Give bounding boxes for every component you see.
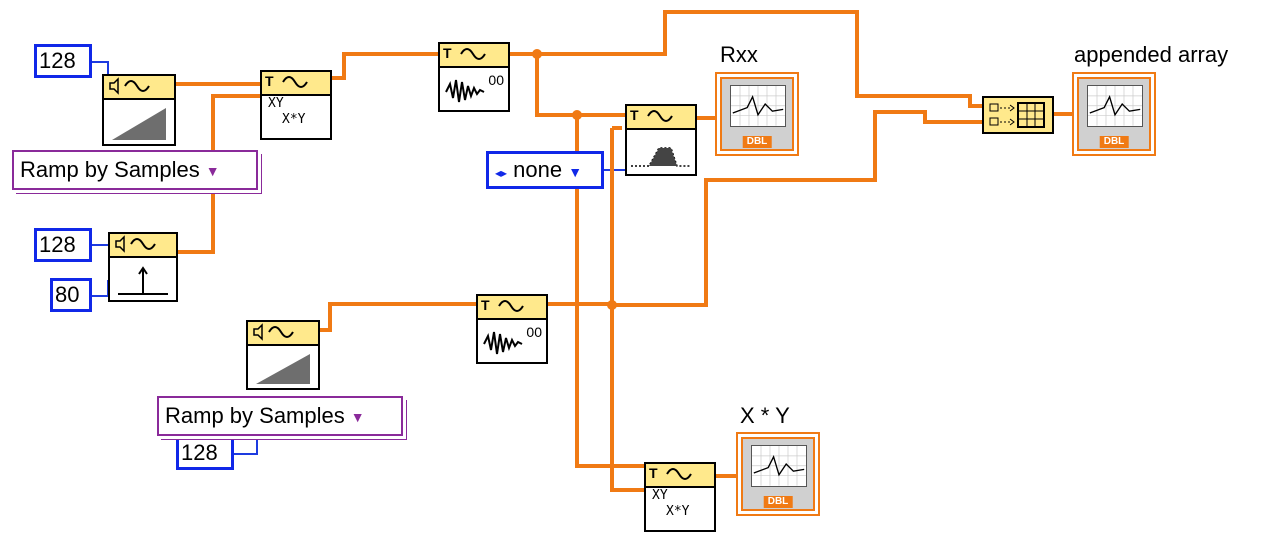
wire-top-route [537, 10, 984, 108]
vi-header: T [262, 72, 330, 96]
sine-wave-icon [460, 48, 486, 60]
window-function-icon [631, 147, 691, 167]
vi-header [104, 76, 174, 100]
samples-constant-top[interactable]: 128 [34, 44, 92, 78]
vi-header: T [646, 464, 714, 488]
ramp-pattern-vi-bottom[interactable] [246, 320, 320, 390]
noise-icon [483, 331, 523, 355]
appended-array-graph-indicator[interactable]: DBL [1072, 72, 1156, 156]
window-vi[interactable]: T [625, 104, 697, 176]
wire-mult-to-fft [330, 52, 440, 80]
sine-wave-icon [647, 110, 673, 122]
sine-wave-icon [666, 468, 692, 480]
wire-ramp2-to-fft [318, 302, 478, 332]
graph-icon [751, 445, 807, 487]
speaker-icon [109, 77, 119, 95]
samples-constant-top-value: 128 [39, 48, 76, 73]
vi-header: T [440, 44, 508, 68]
hammer-icon: T [630, 107, 639, 123]
wire-vertical-left [575, 115, 646, 468]
dropdown-arrow-icon: ▼ [205, 163, 220, 180]
rxx-label: Rxx [720, 42, 758, 67]
impulse-index-constant[interactable]: 80 [50, 278, 92, 312]
noise-icon [445, 79, 485, 103]
ramp-type-ring-top[interactable]: Ramp by Samples ▼ [12, 150, 258, 190]
impulse-samples-constant[interactable]: 128 [34, 228, 92, 262]
graph-icon [730, 85, 786, 127]
build-array-node[interactable] [982, 96, 1054, 134]
samples-constant-bottom[interactable]: 128 [176, 436, 234, 470]
graph-frame: DBL [720, 77, 794, 151]
multiply-label-bottom: X*Y [666, 504, 690, 519]
multiply-label-top: XY [652, 488, 668, 503]
vi-header: T [627, 106, 695, 130]
samples-constant-bottom-value: 128 [181, 440, 218, 465]
dropdown-arrow-icon: ▼ [568, 164, 583, 180]
ramp-type-ring-bottom[interactable]: Ramp by Samples ▼ [157, 396, 403, 436]
multiply-label-top: XY [268, 96, 284, 111]
impulse-pattern-vi[interactable] [108, 232, 178, 302]
wire-second-route [612, 110, 984, 307]
multiply-label-bottom: X*Y [282, 112, 306, 127]
xy-graph-indicator[interactable]: DBL [736, 432, 820, 516]
graph-icon [1087, 85, 1143, 127]
sine-wave-icon [498, 300, 524, 312]
enum-spin-icon: ◂▸ [495, 166, 508, 180]
dbl-type-badge: DBL [742, 136, 772, 148]
wire-junction [532, 49, 542, 59]
dbl-type-badge: DBL [763, 496, 793, 508]
multiply-vi-top[interactable]: T XY X*Y [260, 70, 332, 140]
impulse-samples-value: 128 [39, 232, 76, 257]
appended-array-label: appended array [1074, 42, 1229, 67]
ramp-type-ring-bottom-label: Ramp by Samples [165, 403, 345, 428]
hammer-icon: T [265, 73, 274, 89]
wire-const-impulse-index [92, 280, 109, 297]
autocorrelation-vi[interactable]: T 00 [438, 42, 510, 112]
dropdown-arrow-icon: ▼ [350, 409, 365, 426]
wire-junction [572, 110, 582, 120]
ramp-type-ring-top-label: Ramp by Samples [20, 157, 200, 182]
build-array-icon [989, 102, 1045, 128]
fft-tag-label: 00 [488, 72, 504, 88]
hammer-icon: T [649, 465, 658, 481]
speaker-icon [253, 323, 263, 341]
sine-wave-icon [124, 80, 150, 92]
ramp-pattern-vi-top[interactable] [102, 74, 176, 146]
xy-label: X * Y [740, 403, 790, 428]
window-enum-value: none [513, 157, 563, 182]
sine-wave-icon [268, 326, 294, 338]
sine-wave-icon [130, 238, 156, 250]
multiply-vi-bottom[interactable]: T XY X*Y [644, 462, 716, 532]
graph-frame: DBL [741, 437, 815, 511]
ramp-icon [256, 354, 310, 384]
wire-junction [607, 300, 617, 310]
vi-header [110, 234, 176, 258]
sine-wave-icon [282, 76, 308, 88]
wire-to-window [535, 54, 627, 117]
autocorrelation-vi-bottom[interactable]: T 00 [476, 294, 548, 364]
wire-vertical-right [610, 126, 646, 492]
ramp-icon [112, 108, 166, 140]
window-enum-constant[interactable]: ◂▸ none ▼ [486, 151, 604, 189]
vi-header: T [478, 296, 546, 320]
impulse-index-value: 80 [55, 282, 80, 307]
graph-frame: DBL [1077, 77, 1151, 151]
speaker-icon [115, 235, 125, 253]
impulse-icon [118, 266, 168, 295]
hammer-icon: T [481, 297, 490, 313]
fft-tag-label: 00 [526, 324, 542, 340]
dbl-type-badge: DBL [1099, 136, 1129, 148]
hammer-icon: T [443, 45, 452, 61]
wire-const-samples-bottom [234, 440, 258, 455]
rxx-graph-indicator[interactable]: DBL [715, 72, 799, 156]
vi-header [248, 322, 318, 346]
